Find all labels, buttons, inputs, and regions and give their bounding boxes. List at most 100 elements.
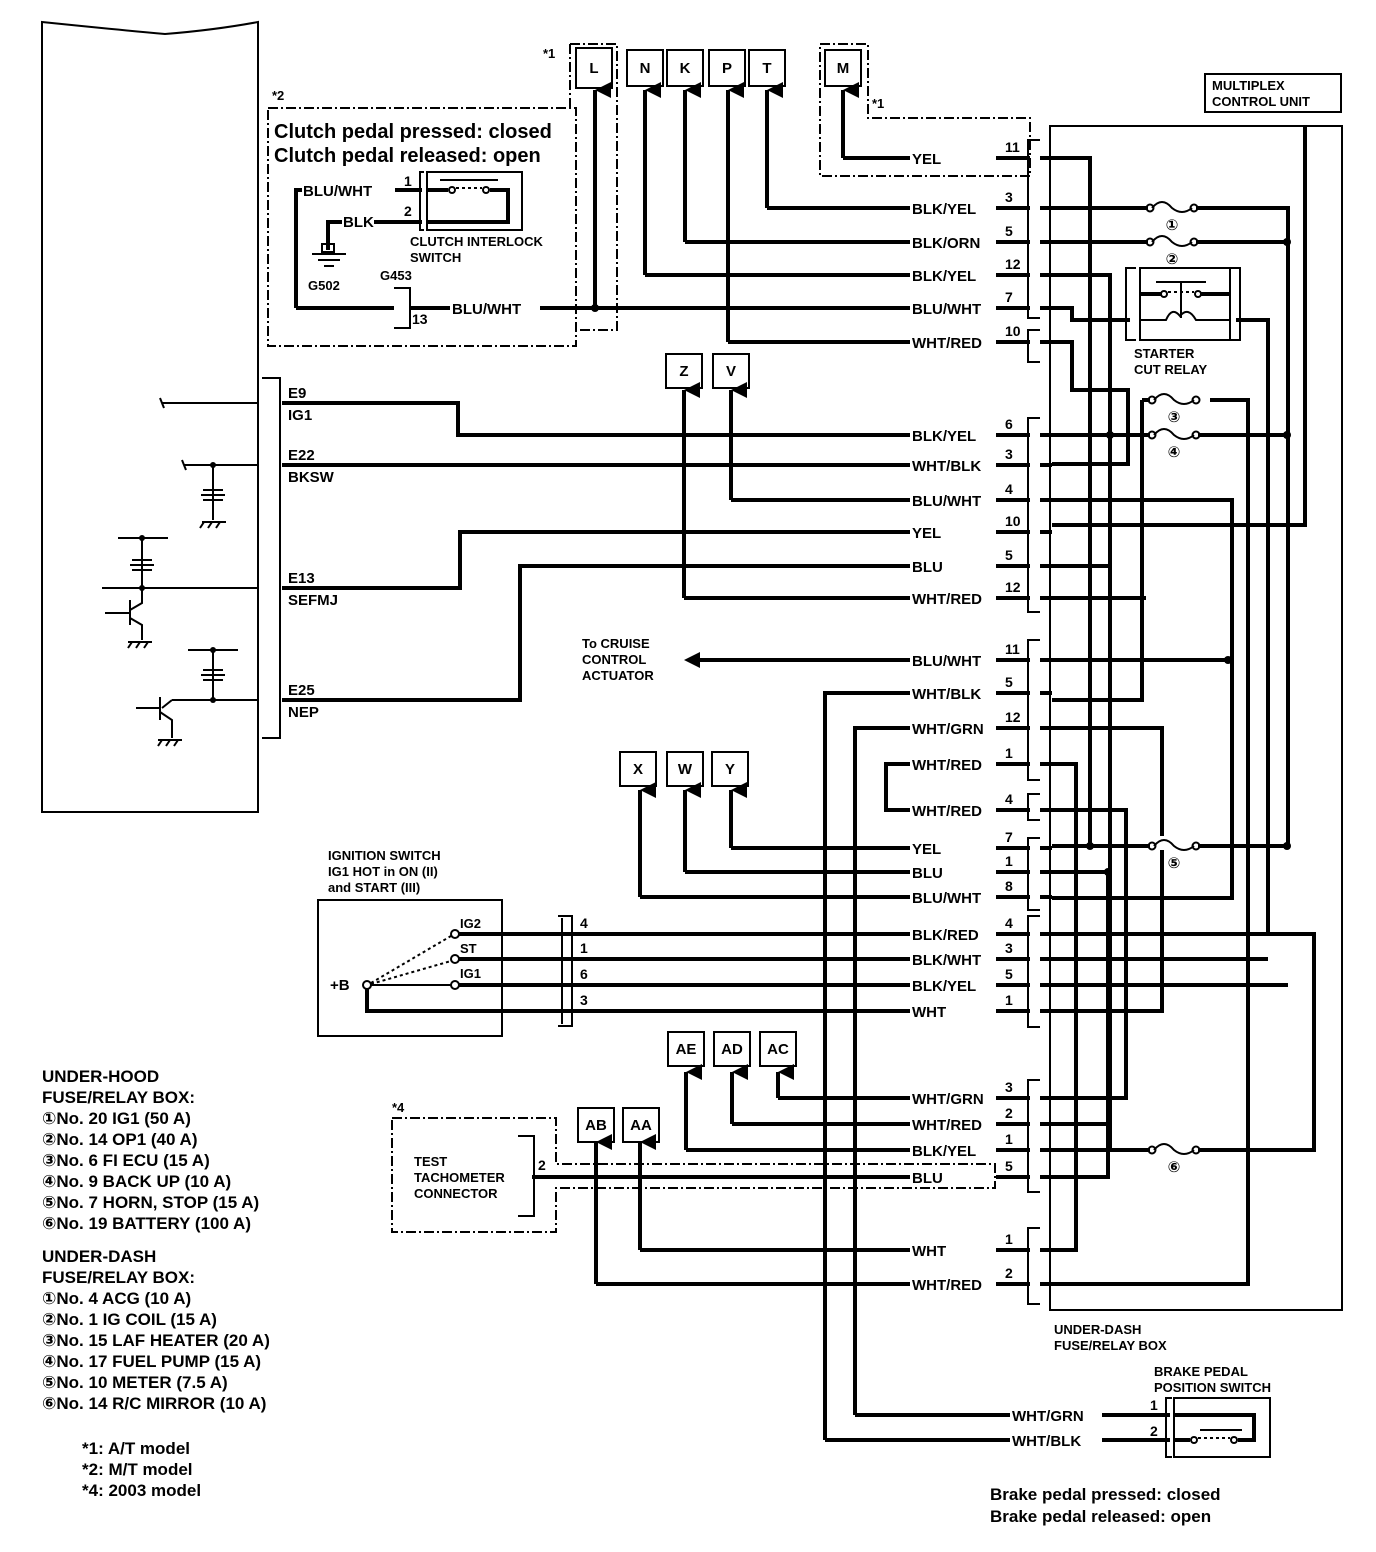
brake-note-pressed: Brake pedal pressed: closed (990, 1485, 1221, 1504)
connector-label: T (762, 60, 771, 77)
wire-color-label: BLU (912, 559, 943, 576)
wire-color-label: WHT/BLK (912, 686, 981, 703)
wire-color-label: WHT/RED (912, 803, 982, 820)
fuse-icon: ⑥ (1147, 1140, 1201, 1176)
fuse-number: ④ (1168, 444, 1181, 461)
pin-number: 12 (1005, 579, 1021, 595)
legend-item: ⑥No. 19 BATTERY (100 A) (42, 1214, 251, 1233)
under-dash-box-label: UNDER-DASH (1054, 1322, 1141, 1337)
legend-item: ⑥No. 14 R/C MIRROR (10 A) (42, 1394, 266, 1413)
pin-number: 12 (1005, 709, 1021, 725)
connector-label: W (678, 761, 693, 778)
connector-m: M (824, 49, 862, 87)
starter-relay-label-2: CUT RELAY (1134, 362, 1208, 377)
pin-number: 11 (1005, 139, 1020, 155)
ignition-plus-b: +B (330, 977, 350, 994)
clutch-switch-label-2: SWITCH (410, 250, 461, 265)
legend-item: ②No. 14 OP1 (40 A) (42, 1130, 197, 1149)
clutch-wire-blu-wht: BLU/WHT (303, 183, 372, 200)
connector-ad: AD (713, 1031, 751, 1067)
pin-number: 4 (1005, 915, 1013, 931)
connector-t: T (748, 49, 786, 87)
ignition-pin-3: 3 (580, 992, 588, 1008)
note-ref-4: *4 (392, 1100, 405, 1115)
ecm-pin-labels: E9 IG1 E22 BKSW E13 SEFMJ E25 NEP (288, 385, 338, 721)
bottom-wires (532, 1064, 910, 1286)
wire-color-label: BLK/RED (912, 927, 979, 944)
ignition-switch-section: IGNITION SWITCH IG1 HOT in ON (II) and S… (317, 848, 910, 1037)
wire-color-label: WHT (912, 1004, 946, 1021)
pin-number: 7 (1005, 829, 1013, 845)
top-wires: *1 (593, 43, 1031, 344)
fuse-legend: UNDER-HOOD FUSE/RELAY BOX: ①No. 20 IG1 (… (42, 1067, 270, 1500)
tach-label-3: CONNECTOR (414, 1186, 498, 1201)
wire-color-label: BLU/WHT (912, 890, 981, 907)
connector-k: K (666, 49, 704, 87)
wire-color-label: BLK/YEL (912, 978, 976, 995)
ground-symbol-icon (312, 243, 346, 267)
legend-item: ⑤No. 10 METER (7.5 A) (42, 1373, 228, 1392)
brake-switch-title-2: POSITION SWITCH (1154, 1380, 1271, 1395)
connector-label: AC (767, 1041, 789, 1058)
tach-label-1: TEST (414, 1154, 447, 1169)
wire-color-label: YEL (912, 525, 941, 542)
pin-number: 5 (1005, 966, 1013, 982)
wire-color-label: WHT/RED (912, 757, 982, 774)
connector-label: AD (721, 1041, 743, 1058)
pin-number: 10 (1005, 323, 1021, 339)
lower-middle-wires (638, 691, 910, 1440)
brake-wire-wht-grn: WHT/GRN (1012, 1408, 1084, 1425)
wire-color-label: BLU/WHT (912, 493, 981, 510)
connector-w: W (666, 751, 704, 787)
pin-number: 6 (1005, 416, 1013, 432)
wire-color-label: WHT/RED (912, 1117, 982, 1134)
pin-number: 5 (1005, 674, 1013, 690)
wire-color-label: WHT (912, 1243, 946, 1260)
clutch-out-wire: BLU/WHT (452, 301, 521, 318)
pin-number: 2 (1005, 1105, 1013, 1121)
ecm-pin-nep: NEP (288, 704, 319, 721)
brake-pedal-position-switch: BRAKE PEDAL POSITION SWITCH WHT/GRN WHT/… (825, 1364, 1271, 1526)
connector-label: AA (630, 1117, 652, 1134)
pin-number: 2 (1005, 1265, 1013, 1281)
ecm-pin-sefmj: SEFMJ (288, 592, 338, 609)
ignition-title: IGNITION SWITCH (328, 848, 441, 863)
legend-item: ④No. 17 FUEL PUMP (15 A) (42, 1352, 261, 1371)
connector-x: X (619, 751, 657, 787)
cruise-label-3: ACTUATOR (582, 668, 654, 683)
pin-number: 4 (1005, 791, 1013, 807)
pin-number: 3 (1005, 940, 1013, 956)
wire-color-label: WHT/RED (912, 591, 982, 608)
wire-color-label: BLK/YEL (912, 428, 976, 445)
connector-y: Y (711, 751, 749, 787)
connector-v: V (712, 353, 750, 389)
tach-pin-2: 2 (538, 1157, 546, 1173)
pin-number: 1 (1005, 1231, 1013, 1247)
wire-color-label: BLU (912, 865, 943, 882)
clutch-interlock-switch (419, 171, 523, 231)
pin-number: 1 (1005, 1131, 1013, 1147)
ecm-pin-e13: E13 (288, 570, 315, 587)
pin-number: 1 (1005, 992, 1013, 1008)
ecm-pin-e9: E9 (288, 385, 306, 402)
ecm-internal-circuits (102, 397, 258, 747)
fuse-number: ③ (1168, 409, 1181, 426)
connector-ab: AB (577, 1107, 615, 1143)
fuse-number: ② (1166, 251, 1179, 268)
legend-item: ③No. 15 LAF HEATER (20 A) (42, 1331, 270, 1350)
fuse-icon: ④ (1147, 425, 1201, 461)
ecm-pin-bksw: BKSW (288, 469, 335, 486)
cruise-label-1: To CRUISE (582, 636, 650, 651)
ecm-pin-e22: E22 (288, 447, 315, 464)
ignition-pin-4: 4 (580, 915, 588, 931)
wire-color-label: BLU/WHT (912, 301, 981, 318)
note-ref-2: *2 (272, 88, 284, 103)
connector-label: K (680, 60, 691, 77)
pin-number: 4 (1005, 481, 1013, 497)
ecm-pcm-unit (41, 20, 281, 813)
clutch-pin-2: 2 (404, 203, 412, 219)
brake-pin-1: 1 (1150, 1397, 1158, 1413)
connector-label: V (726, 363, 736, 380)
tach-label-2: TACHOMETER (414, 1170, 505, 1185)
pin-number: 8 (1005, 878, 1013, 894)
